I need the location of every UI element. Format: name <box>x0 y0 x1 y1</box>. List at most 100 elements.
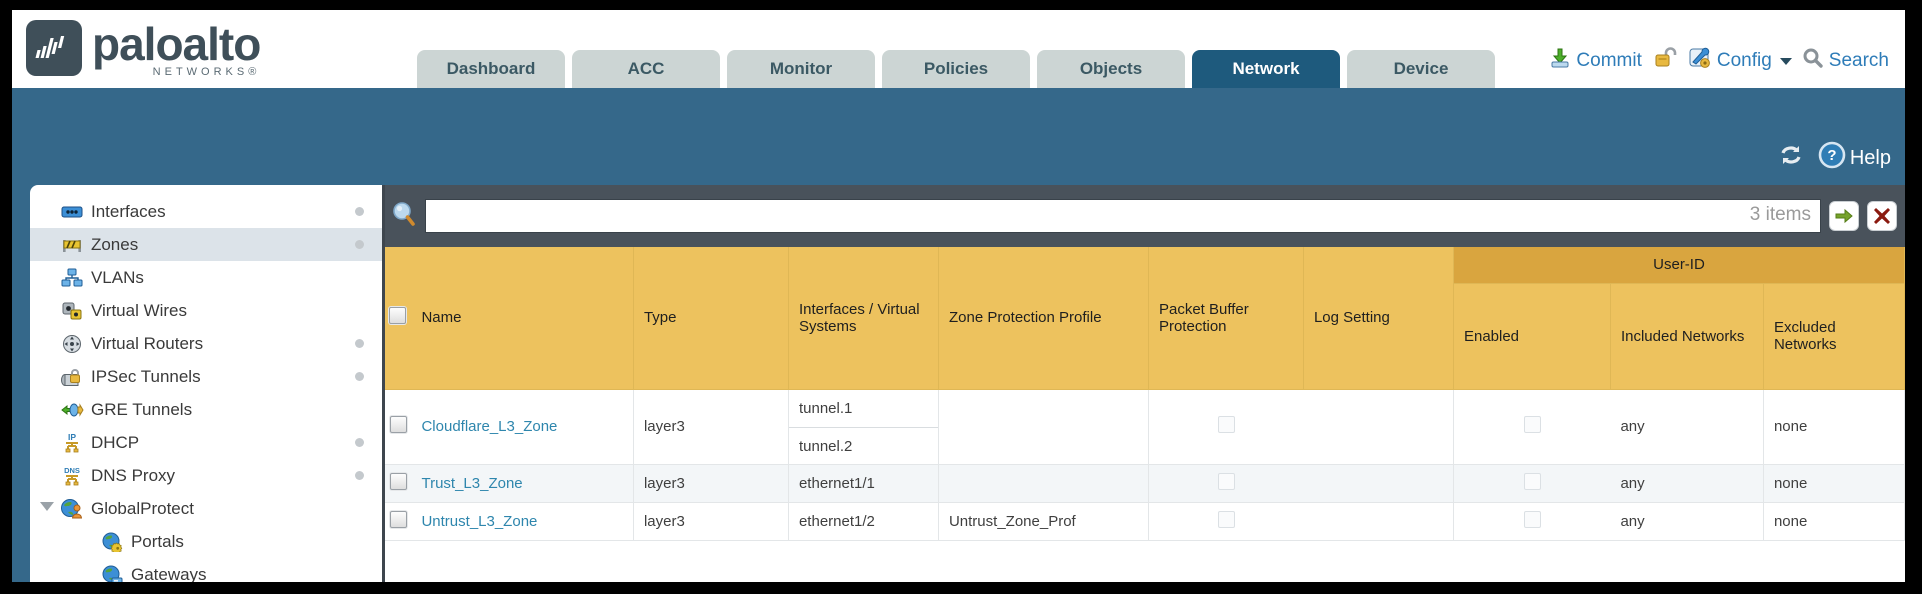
commit-icon <box>1549 47 1571 75</box>
status-dot <box>355 438 365 447</box>
portals-icon <box>100 531 124 553</box>
sidebar-item-label: GlobalProtect <box>90 498 194 518</box>
sidebar-item-zones[interactable]: Zones <box>29 228 383 261</box>
status-dot <box>355 339 365 348</box>
zone-name-link[interactable]: Untrust_L3_Zone <box>421 512 538 530</box>
sidebar: Interfaces Zones VLANs Vir <box>29 185 383 582</box>
logo-brand: paloalto <box>92 18 261 70</box>
global-search[interactable]: Search <box>1802 47 1889 75</box>
zone-type-cell: layer3 <box>633 502 789 541</box>
tab-acc[interactable]: ACC <box>572 50 720 88</box>
enabled-checkbox[interactable] <box>1523 510 1541 528</box>
interface-entry[interactable]: tunnel.1 <box>798 399 853 417</box>
col-header-name[interactable]: Name <box>411 247 634 390</box>
zone-interfaces-cell: ethernet1/2 <box>788 502 939 541</box>
commit-button[interactable]: Commit <box>1549 47 1642 75</box>
main-pane: 3 items <box>385 185 1905 582</box>
config-menu[interactable]: Config <box>1688 46 1792 76</box>
select-all-checkbox[interactable] <box>389 307 407 325</box>
help-icon: ? <box>1818 141 1846 175</box>
sidebar-item-vlans[interactable]: VLANs <box>30 261 383 294</box>
interface-entry[interactable]: ethernet1/1 <box>798 474 875 492</box>
tab-policies[interactable]: Policies <box>882 50 1030 88</box>
zone-interfaces-cell: ethernet1/1 <box>788 464 939 503</box>
packet-buffer-checkbox[interactable] <box>1217 472 1235 490</box>
col-header-excluded-networks[interactable]: Excluded Networks <box>1763 283 1905 390</box>
row-select-cell <box>385 502 412 541</box>
sidebar-item-interfaces[interactable]: Interfaces <box>30 195 383 228</box>
app-window: paloalto NETWORKS® Dashboard ACC Monitor… <box>12 10 1905 582</box>
enabled-checkbox[interactable] <box>1523 416 1541 433</box>
col-header-included-networks[interactable]: Included Networks <box>1610 283 1764 390</box>
lock-icon[interactable] <box>1652 46 1678 76</box>
filter-input[interactable] <box>425 199 1821 233</box>
sidebar-item-globalprotect[interactable]: GlobalProtect <box>30 492 383 525</box>
zone-name-link[interactable]: Trust_L3_Zone <box>421 474 523 492</box>
row-select-cell <box>385 389 412 465</box>
col-header-packet-buffer-protection[interactable]: Packet Buffer Protection <box>1148 247 1304 390</box>
tab-dashboard[interactable]: Dashboard <box>417 50 565 88</box>
zone-name-cell: Untrust_L3_Zone <box>411 502 634 541</box>
content: Interfaces Zones VLANs Vir <box>12 185 1905 582</box>
interface-entry[interactable]: ethernet1/2 <box>798 512 875 530</box>
expand-caret-icon[interactable] <box>39 502 54 511</box>
packet-buffer-checkbox[interactable] <box>1217 510 1235 528</box>
packet-buffer-cell <box>1148 464 1304 503</box>
status-dot <box>355 240 365 249</box>
packet-buffer-checkbox[interactable] <box>1217 416 1235 433</box>
help-button[interactable]: ? Help <box>1818 141 1891 175</box>
dhcp-icon: IP <box>60 432 84 454</box>
zone-protection-profile-cell <box>938 389 1149 465</box>
sidebar-item-virtual-wires[interactable]: Virtual Wires <box>30 294 383 327</box>
zone-type-cell: layer3 <box>633 464 789 503</box>
zone-name-link[interactable]: Cloudflare_L3_Zone <box>421 418 558 435</box>
sidebar-item-label: DNS Proxy <box>90 465 176 485</box>
refresh-icon[interactable] <box>1778 143 1804 173</box>
band-actions: ? Help <box>1778 141 1891 175</box>
user-id-enabled-cell <box>1453 502 1611 541</box>
log-setting-cell <box>1303 502 1454 541</box>
vlans-icon <box>60 267 84 289</box>
sidebar-item-label: IPSec Tunnels <box>90 366 201 386</box>
included-networks-cell: any <box>1610 464 1764 503</box>
interface-entry[interactable]: tunnel.2 <box>788 426 938 464</box>
zone-type-cell: layer3 <box>633 389 789 465</box>
col-header-log-setting[interactable]: Log Setting <box>1303 247 1454 390</box>
row-checkbox[interactable] <box>389 472 407 490</box>
col-header-enabled[interactable]: Enabled <box>1453 283 1611 390</box>
user-id-enabled-cell <box>1453 389 1611 465</box>
excluded-networks-cell: none <box>1763 502 1905 541</box>
sidebar-item-dns-proxy[interactable]: DNS DNS Proxy <box>30 459 383 492</box>
row-checkbox[interactable] <box>389 416 407 433</box>
filter-search-icon <box>391 200 417 233</box>
select-all-header <box>385 247 412 390</box>
tab-network[interactable]: Network <box>1192 50 1340 88</box>
svg-text:IP: IP <box>68 432 76 442</box>
tab-objects[interactable]: Objects <box>1037 50 1185 88</box>
table-row: Cloudflare_L3_Zone layer3 tunnel.1 tunne… <box>385 389 1905 465</box>
enabled-checkbox[interactable] <box>1523 472 1541 490</box>
sidebar-item-gre-tunnels[interactable]: GRE Tunnels <box>30 393 383 426</box>
tab-monitor[interactable]: Monitor <box>727 50 875 88</box>
paloalto-logo-icon <box>26 20 82 76</box>
tab-device[interactable]: Device <box>1347 50 1495 88</box>
sidebar-item-label: Gateways <box>130 564 207 583</box>
sidebar-item-virtual-routers[interactable]: Virtual Routers <box>30 327 383 360</box>
sidebar-item-ipsec-tunnels[interactable]: IPSec Tunnels <box>30 360 383 393</box>
sidebar-item-dhcp[interactable]: IP DHCP <box>30 426 383 459</box>
sidebar-item-label: VLANs <box>90 267 144 287</box>
svg-text:?: ? <box>1827 147 1836 164</box>
row-checkbox[interactable] <box>389 510 407 528</box>
col-header-zone-protection-profile[interactable]: Zone Protection Profile <box>938 247 1149 390</box>
clear-filter-button[interactable] <box>1867 201 1897 231</box>
col-header-interfaces[interactable]: Interfaces / Virtual Systems <box>788 247 939 390</box>
sidebar-item-portals[interactable]: Portals <box>30 525 383 558</box>
apply-filter-button[interactable] <box>1829 201 1859 231</box>
sidebar-item-label: Zones <box>90 234 139 254</box>
col-header-type[interactable]: Type <box>633 247 789 390</box>
interfaces-icon <box>60 201 84 223</box>
items-count: 3 items <box>1749 204 1811 225</box>
zones-icon <box>60 234 84 256</box>
sidebar-item-gateways[interactable]: Gateways <box>30 558 383 582</box>
gre-tunnels-icon <box>60 399 84 421</box>
